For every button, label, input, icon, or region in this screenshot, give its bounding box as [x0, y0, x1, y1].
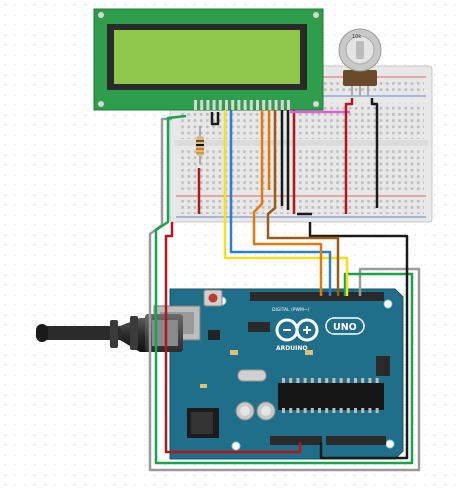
lcd-pin — [256, 100, 259, 110]
chip-pin — [282, 378, 285, 383]
wire-red — [164, 222, 302, 454]
wires — [148, 98, 421, 472]
chip-pin — [354, 378, 357, 383]
wire-orange — [252, 110, 323, 296]
chip-pin — [332, 408, 336, 413]
lcd-header-pins — [194, 100, 290, 110]
chip-pin — [368, 378, 372, 383]
chip-pin — [325, 378, 329, 383]
chip-pin — [325, 408, 329, 413]
wire-brown — [266, 110, 340, 296]
chip-pin — [310, 408, 314, 413]
chip-pin — [296, 378, 300, 383]
chip-pin — [303, 378, 307, 383]
chip-pin — [318, 378, 321, 383]
lcd-pin — [268, 100, 272, 110]
lcd-pin — [243, 100, 247, 110]
lcd-pin — [200, 100, 204, 110]
wire-red — [344, 98, 354, 214]
arduino-model-text: UNO — [333, 322, 357, 333]
uno-badge: UNO — [325, 317, 365, 335]
wire-black — [370, 98, 379, 208]
lcd-pin — [225, 100, 228, 110]
lcd-pin — [249, 100, 253, 110]
lcd-pin — [237, 100, 241, 110]
wire-yellow — [223, 110, 349, 296]
chip-pin — [361, 408, 365, 413]
chip-pin — [354, 408, 357, 413]
potentiometer: 10k — [338, 28, 382, 96]
resistor — [196, 126, 204, 164]
lcd-pin — [218, 100, 222, 110]
arduino-uno-board: ARDUINO UNO DIGITAL (PWM~) — [153, 288, 404, 460]
lcd-pin — [280, 100, 284, 110]
lcd-pin — [262, 100, 266, 110]
lcd-display — [93, 8, 324, 111]
arduino-infinity-logo — [275, 318, 319, 342]
chip-pin — [282, 408, 285, 413]
wire-gray — [148, 117, 421, 472]
wire-black — [210, 112, 220, 126]
wire-blue — [229, 110, 332, 296]
lcd-pin — [287, 100, 290, 110]
chip-pins — [282, 378, 379, 413]
chip-pin — [346, 378, 350, 383]
chip-pin — [303, 408, 307, 413]
lcd-pin — [274, 100, 278, 110]
potentiometer-label: 10k — [352, 34, 361, 40]
arduino-brand-text: ARDUINO — [276, 345, 307, 352]
lcd-pin — [194, 100, 197, 110]
lcd-pin — [206, 100, 210, 110]
wire-green — [154, 114, 414, 465]
chip-pin — [361, 378, 365, 383]
chip-pin — [318, 408, 321, 413]
chip-pin — [375, 378, 379, 383]
chip-pin — [368, 408, 372, 413]
chip-pin — [296, 408, 300, 413]
chip-pin — [346, 408, 350, 413]
lcd-pin — [212, 100, 216, 110]
chip-pin — [375, 408, 379, 413]
chip-pin — [339, 408, 343, 413]
chip-pin — [289, 378, 293, 383]
lcd-pin — [231, 100, 235, 110]
digital-pins-label: DIGITAL (PWM~) — [272, 307, 310, 313]
chip-pin — [289, 408, 293, 413]
chip-pin — [339, 378, 343, 383]
chip-pin — [310, 378, 314, 383]
wire-black — [308, 222, 409, 460]
chip-pin — [332, 378, 336, 383]
